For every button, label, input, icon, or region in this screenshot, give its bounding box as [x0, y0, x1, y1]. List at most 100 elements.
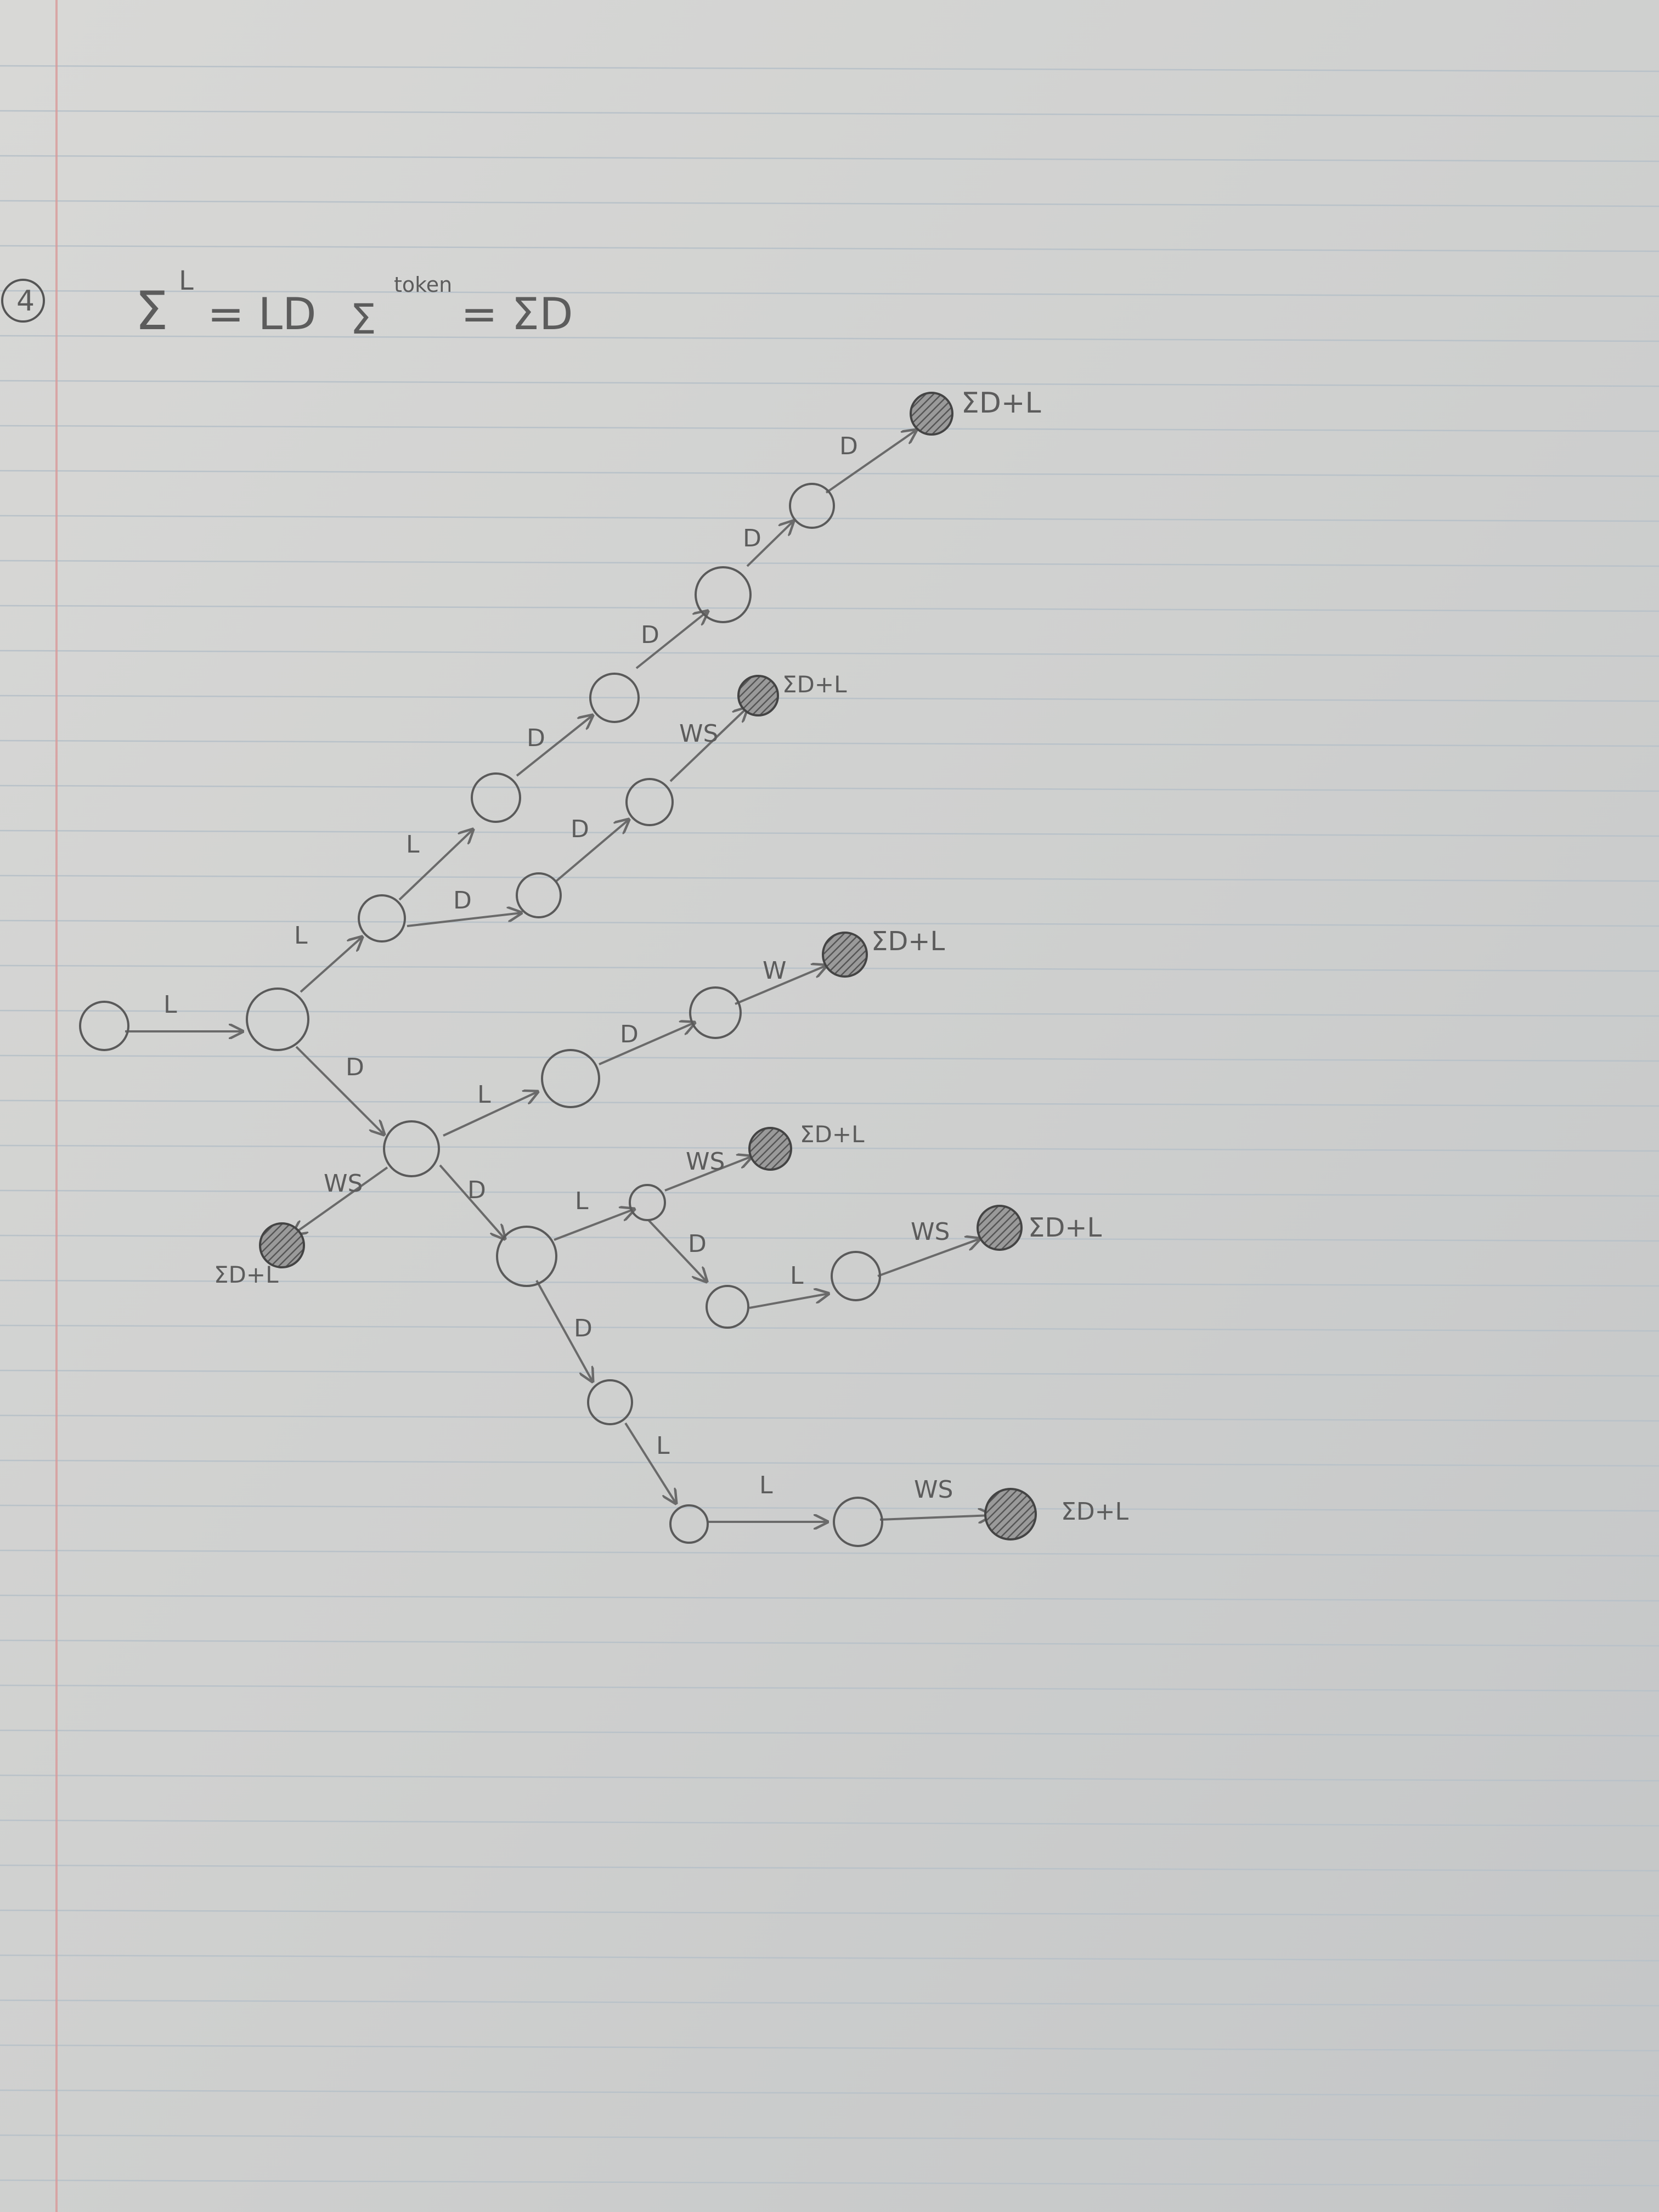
sigma-symbol: Σ — [135, 280, 168, 342]
accepting-label: ΣD+L — [961, 387, 1041, 420]
ruled-line — [0, 785, 1659, 792]
accepting-state — [748, 1127, 792, 1171]
state-node — [695, 566, 752, 623]
ruled-line — [0, 290, 1659, 297]
accepting-label: ΣD+L — [1028, 1212, 1102, 1243]
ruled-line — [0, 1594, 1659, 1602]
state-node — [587, 1379, 633, 1425]
edge-n2-n3 — [398, 830, 473, 901]
state-node — [833, 1497, 883, 1547]
nodes — [79, 483, 883, 1547]
ruled-line — [0, 1639, 1659, 1647]
ruled-line — [0, 1729, 1659, 1737]
edge-label: D — [839, 432, 858, 460]
problem-number: 4 — [16, 285, 35, 318]
edge-n5-n6 — [746, 521, 793, 567]
edge-n19-n20 — [439, 1164, 505, 1239]
edge-n12-n13 — [664, 1156, 752, 1192]
edge-label: D — [641, 621, 659, 649]
ruled-line — [0, 695, 1659, 702]
ruled-line — [0, 1549, 1659, 1557]
ruled-line — [0, 1189, 1659, 1197]
edge-label: D — [743, 524, 761, 552]
edge-label: WS — [686, 1148, 725, 1176]
formula-header: 4 Σ L = LD Σ token = ΣD — [1, 266, 573, 343]
ruled-line — [0, 560, 1659, 567]
edge-n20-n21 — [535, 1280, 592, 1381]
accepting-state — [822, 932, 868, 978]
accepting-state — [910, 392, 953, 436]
accepting-label: ΣD+L — [800, 1121, 865, 1148]
edge-n6-n7 — [825, 430, 916, 494]
state-node — [516, 872, 562, 918]
ruled-line — [0, 425, 1659, 432]
edge-n23-n25 — [879, 1515, 992, 1520]
sigma-value: = LD — [207, 289, 317, 340]
edge-label: D — [620, 1020, 639, 1048]
edge-n10-n11 — [669, 708, 747, 782]
edge-label: D — [527, 724, 545, 752]
ruled-line — [0, 874, 1659, 882]
accepting-label: ΣD+L — [214, 1261, 279, 1288]
accepting-label: ΣD+L — [871, 926, 945, 957]
ruled-line — [0, 335, 1659, 342]
ruled-line — [0, 245, 1659, 252]
sigma-token-value: = ΣD — [461, 289, 573, 340]
edge-n9-n10 — [555, 820, 629, 882]
problem-number-circle — [1, 279, 45, 323]
edge-label: WS — [911, 1218, 950, 1246]
ruled-line — [0, 1459, 1659, 1467]
edge-label: D — [571, 815, 589, 843]
edge-n1-n2 — [300, 937, 362, 993]
edge-n19-n14 — [443, 1092, 538, 1137]
ruled-line — [0, 1054, 1659, 1062]
state-node — [589, 673, 640, 723]
ruled-line — [0, 1954, 1659, 1962]
accepting-labels: ΣD+L ΣD+L ΣD+L ΣD+L ΣD+L ΣD+L ΣD+L — [214, 387, 1129, 1526]
edge-n1-n19 — [295, 1046, 384, 1135]
ruled-line — [0, 1144, 1659, 1152]
ruled-line — [0, 605, 1659, 612]
edge-label: L — [294, 922, 308, 950]
state-node — [689, 986, 742, 1039]
ruled-line — [0, 1369, 1659, 1377]
state-node — [496, 1226, 557, 1287]
accepting-state — [977, 1205, 1023, 1251]
state-node — [669, 1504, 709, 1544]
edge-n12-n17 — [647, 1219, 707, 1282]
edge-n2-n9 — [407, 913, 521, 927]
edge-label: D — [688, 1230, 707, 1258]
ruled-line — [0, 650, 1659, 657]
ruled-lines — [0, 65, 1659, 2187]
state-node — [358, 894, 406, 943]
ruled-line — [0, 200, 1659, 207]
edge-label: L — [790, 1262, 804, 1290]
ruled-line — [0, 1414, 1659, 1422]
state-node — [789, 483, 835, 529]
accepting-state — [259, 1222, 305, 1268]
edge-label: D — [467, 1176, 486, 1204]
edge-label: D — [346, 1053, 364, 1081]
ruled-line — [0, 1909, 1659, 1917]
ruled-line — [0, 740, 1659, 747]
ruled-line — [0, 1009, 1659, 1017]
ruled-line — [0, 65, 1659, 72]
edge-label: WS — [324, 1170, 363, 1198]
edge-n18x-n18 — [877, 1239, 980, 1277]
sigma-superscript: L — [179, 266, 194, 296]
ruled-line — [0, 1099, 1659, 1107]
edges — [125, 430, 992, 1522]
state-node — [246, 988, 309, 1051]
edge-label: D — [574, 1314, 592, 1342]
sigma-token-superscript: token — [394, 273, 452, 297]
state-node — [541, 1049, 600, 1108]
edge-label: L — [406, 831, 420, 859]
state-node — [79, 1001, 129, 1051]
edge-n19-n26 — [293, 1166, 388, 1234]
ruled-line — [0, 110, 1659, 117]
edge-n4-n5 — [635, 611, 708, 669]
state-node — [831, 1251, 881, 1301]
ruled-line — [0, 1774, 1659, 1782]
ruled-line — [0, 1819, 1659, 1827]
